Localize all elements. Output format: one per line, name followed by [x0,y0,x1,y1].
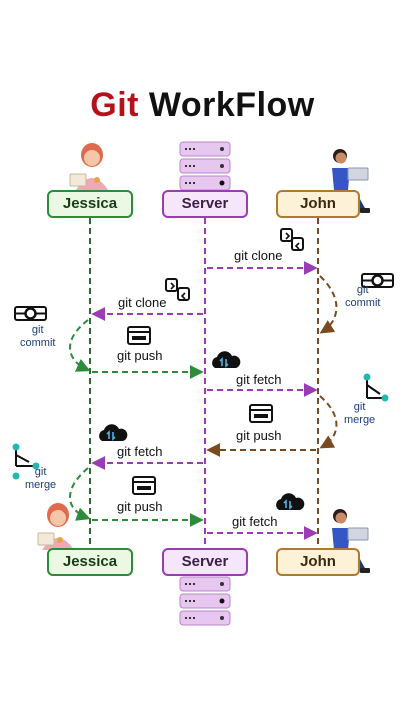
step-label: git fetch [236,372,282,387]
actor-box-server: Server [162,548,248,576]
cloud-sync-icon [212,351,241,368]
jessica-avatar-icon [37,503,74,550]
john-merge-label: git merge [344,401,376,426]
merge-icon [12,443,40,480]
step-label: git clone [234,248,283,263]
swap-arrows-icon [280,228,304,251]
step-label: git push [117,348,163,363]
title-workflow: WorkFlow [148,86,315,124]
john-commit-curve [319,275,338,334]
actor-box-server: Server [162,190,248,218]
step-label: git push [117,499,163,514]
actor-box-jessica: Jessica [47,190,133,218]
terminal-upload-icon [249,404,273,423]
merge-icon [363,373,389,402]
terminal-upload-icon [132,476,156,495]
server-rack-icon [179,141,231,191]
commit-icon [361,273,394,288]
jessica-avatar-icon [69,143,108,190]
step-label: git push [236,428,282,443]
john-merge-curve [319,395,338,449]
john-commit-label: git commit [345,284,381,309]
step-label: git clone [118,295,167,310]
step-label: git fetch [232,514,278,529]
terminal-upload-icon [127,326,151,345]
swap-arrows-icon [165,278,190,301]
actor-box-john: John [276,548,360,576]
jessica-commit-label: git commit [20,324,56,349]
actor-box-jessica: Jessica [47,548,133,576]
actor-box-john: John [276,190,360,218]
server-rack-icon [179,576,231,626]
commit-icon [14,306,47,321]
jessica-merge-curve [69,467,91,521]
page-title: Git WorkFlow [0,86,405,125]
step-label: git fetch [117,444,163,459]
jessica-merge-label: git merge [25,466,57,491]
jessica-commit-curve [69,319,91,372]
cloud-sync-icon [276,493,305,510]
title-git: Git [90,86,139,124]
cloud-sync-icon [99,424,128,441]
